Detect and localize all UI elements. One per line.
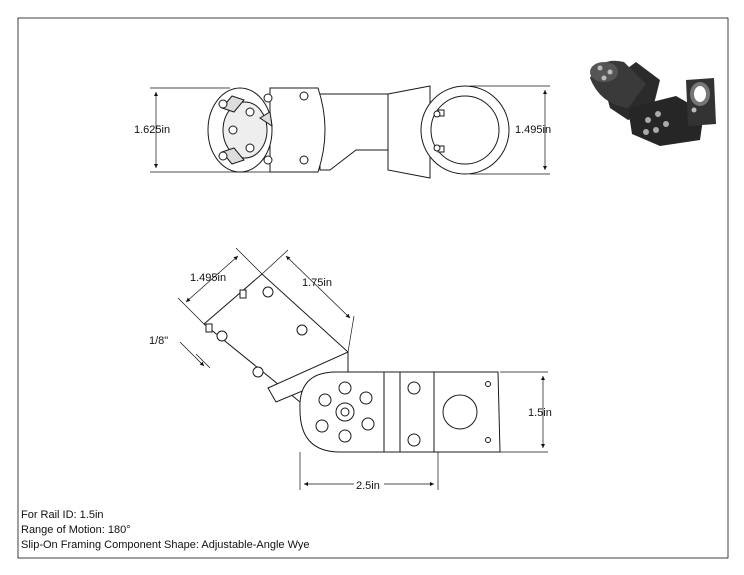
spec-rail-id: For Rail ID: 1.5in — [21, 509, 104, 521]
bottom-body-key — [205, 323, 213, 333]
bottom-screw-icon — [407, 381, 421, 395]
top-collar-screw-icon — [433, 144, 441, 152]
bottom-body-key — [239, 289, 247, 299]
bottom-center-bolt-hole — [340, 407, 350, 417]
dim-bottom-side-width: 1.495in — [190, 272, 226, 284]
top-screw-icon — [299, 91, 309, 101]
top-body — [269, 87, 326, 173]
product-render — [590, 60, 716, 146]
bottom-screw-icon — [407, 433, 421, 447]
bottom-view — [203, 273, 501, 453]
top-screw-icon — [299, 155, 309, 165]
top-screw-icon — [263, 93, 273, 103]
dim-bottom-side-length: 1.75in — [302, 277, 332, 289]
dim-top-height-left: 1.625in — [134, 124, 170, 136]
top-bolt-lug-1 — [221, 95, 245, 113]
bottom-clamp-screw-icon — [485, 437, 491, 443]
dim-bottom-offset: 1/8" — [149, 335, 168, 347]
top-arm — [319, 93, 389, 171]
top-collar-inner — [430, 95, 500, 165]
bottom-screw-icon — [216, 330, 228, 342]
bottom-hole-icon — [359, 391, 373, 405]
top-view — [207, 85, 510, 179]
bottom-hole-icon — [318, 393, 332, 407]
bottom-screw-icon — [262, 286, 274, 298]
top-bolt-lug-3 — [259, 111, 273, 128]
bottom-hole-icon — [361, 417, 375, 431]
bottom-hole-icon — [338, 429, 352, 443]
top-screw-icon — [218, 99, 228, 109]
top-screw-icon — [228, 125, 238, 135]
dim-top-height-right: 1.495in — [515, 124, 551, 136]
spec-notes: For Rail ID: 1.5in Range of Motion: 180°… — [21, 508, 310, 553]
bottom-screw-icon — [252, 366, 264, 378]
top-screw-icon — [245, 143, 255, 153]
top-screw-icon — [218, 151, 228, 161]
top-bolt-hub — [222, 101, 268, 159]
drawing-border — [17, 17, 729, 559]
bottom-dims — [177, 247, 548, 490]
bottom-hole-icon — [315, 419, 329, 433]
bottom-screw-icon — [296, 324, 308, 336]
spec-range-of-motion: Range of Motion: 180° — [21, 524, 131, 536]
top-dims — [150, 85, 550, 175]
dim-bottom-height-right: 1.5in — [528, 407, 552, 419]
top-bolt-lug-2 — [221, 147, 245, 165]
top-screw-icon — [245, 107, 255, 117]
bottom-clamp-screw-icon — [485, 381, 491, 387]
top-screw-icon — [263, 155, 273, 165]
dim-bottom-width: 2.5in — [356, 480, 380, 492]
bottom-hole-icon — [338, 381, 352, 395]
spec-shape: Slip-On Framing Component Shape: Adjusta… — [21, 539, 310, 551]
top-collar-screw-icon — [433, 110, 441, 118]
bottom-clamp-bore — [442, 394, 478, 430]
top-hinge-plate — [387, 85, 431, 179]
